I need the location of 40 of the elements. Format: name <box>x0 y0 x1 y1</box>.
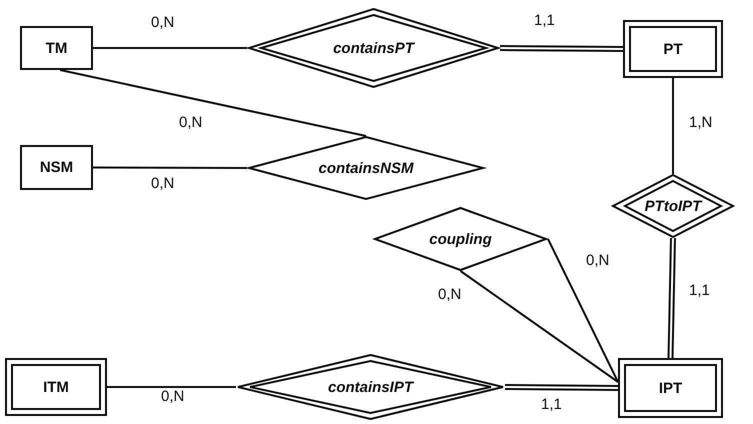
node-label: PTtoIPT <box>644 198 702 214</box>
connector-line <box>60 69 366 137</box>
node-label: containsIPT <box>328 378 413 396</box>
connector-line <box>547 238 619 382</box>
connector-line <box>672 78 674 174</box>
double-connector-line <box>668 238 676 358</box>
connector-line <box>460 270 619 383</box>
double-connector-line <box>500 45 624 52</box>
node-label: PT <box>663 40 683 58</box>
relationship-diamond <box>373 207 548 271</box>
cardinality-label: 0,N <box>150 14 176 31</box>
cardinality-label: 1,N <box>688 114 714 131</box>
node-label: containsPT <box>333 40 414 56</box>
entity-box <box>20 145 93 190</box>
cardinality-label: 1,1 <box>688 282 711 299</box>
cardinality-label: 0,N <box>160 388 186 405</box>
cardinality-label: 1,1 <box>540 396 563 413</box>
weak-entity-box <box>618 358 723 418</box>
connector-line <box>93 166 247 169</box>
double-connector-line <box>504 384 618 391</box>
connector-line <box>93 47 247 49</box>
node-label: IPT <box>658 380 682 396</box>
weak-entity-box <box>623 20 723 78</box>
identifying-relationship-diamond <box>247 8 500 88</box>
cardinality-label: 0,N <box>585 252 610 269</box>
node-label: coupling <box>429 230 492 248</box>
relationship-diamond <box>247 136 485 200</box>
node-label: NSM <box>40 159 74 176</box>
node-label: ITM <box>43 378 69 396</box>
identifying-relationship-diamond <box>611 174 735 238</box>
identifying-relationship-diamond <box>236 354 505 420</box>
node-label: containsNSM <box>318 160 414 176</box>
connector-line <box>107 386 236 388</box>
node-label: TM <box>46 40 68 56</box>
cardinality-label: 0,N <box>178 114 204 131</box>
cardinality-label: 1,1 <box>533 12 556 29</box>
cardinality-label: 0,N <box>437 286 462 303</box>
entity-box <box>20 26 93 70</box>
weak-entity-box <box>5 358 107 416</box>
cardinality-label: 0,N <box>150 175 176 192</box>
